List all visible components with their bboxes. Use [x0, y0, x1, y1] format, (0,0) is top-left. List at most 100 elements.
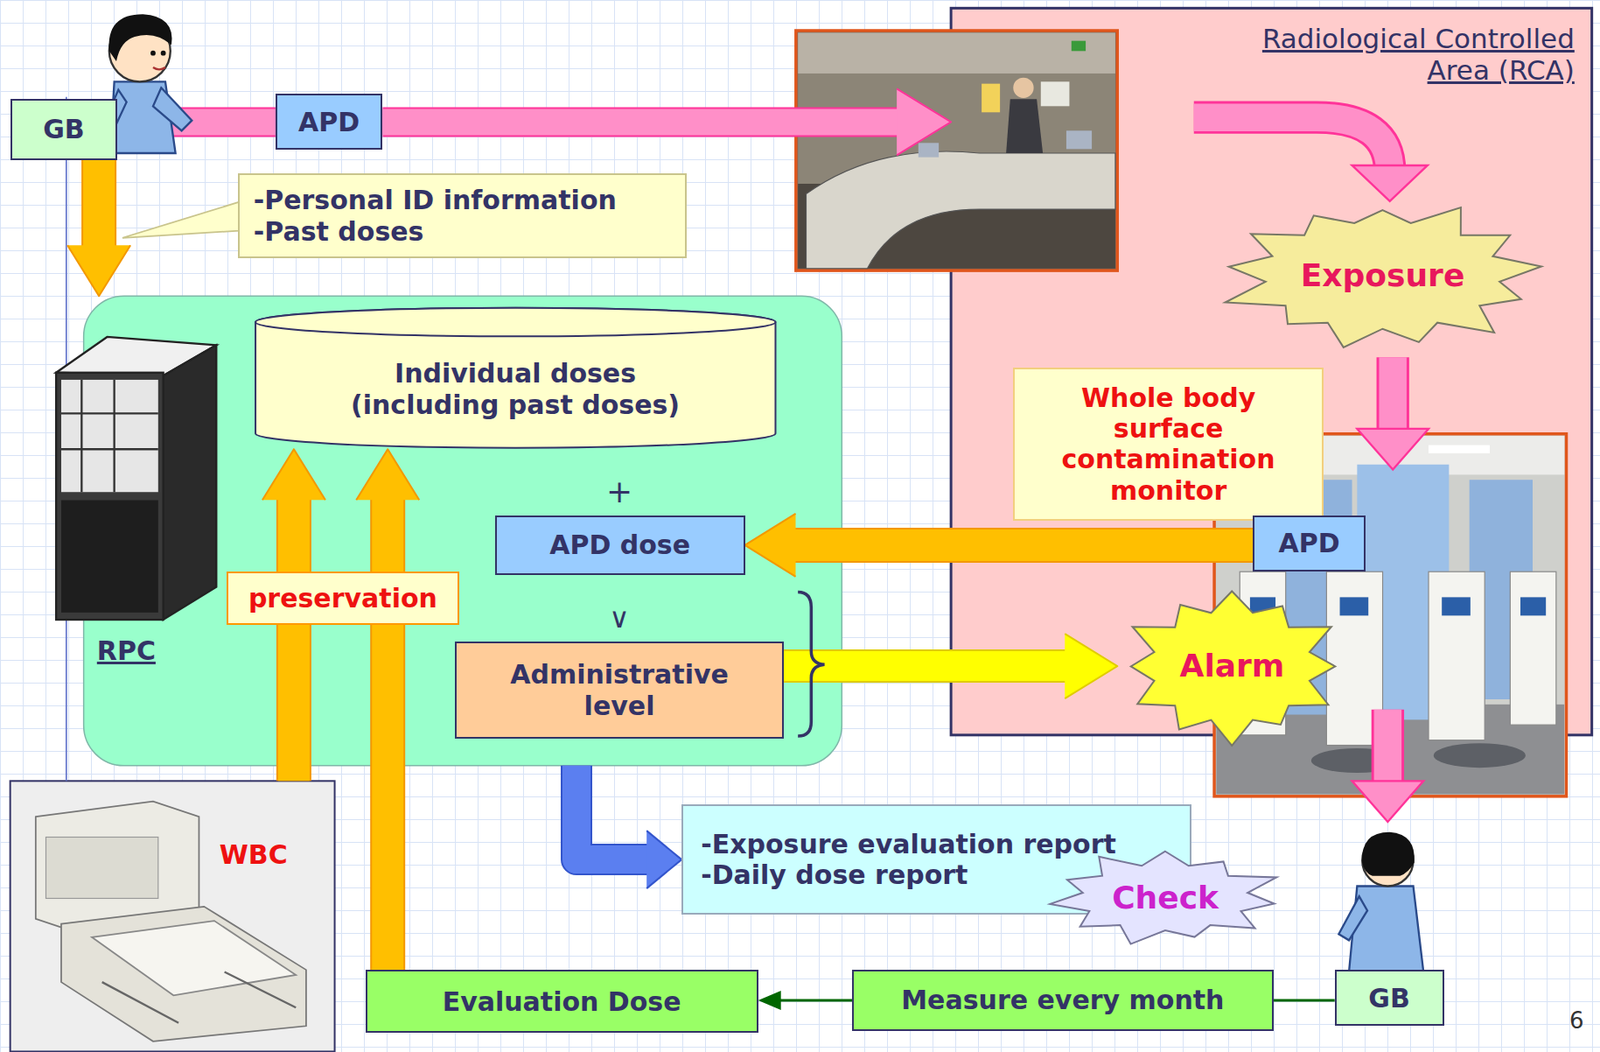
plain-label: 6	[1569, 1006, 1585, 1035]
badge-box: GB	[1334, 969, 1445, 1026]
process-box: Measure every month	[852, 969, 1274, 1031]
wbc-machine-part	[45, 836, 158, 898]
node-text: APD	[1278, 527, 1340, 559]
worker-figure-part	[160, 50, 167, 56]
arrow-head-outline	[896, 88, 951, 155]
controlled-area: Radiological Controlled Area (RCA) Exposu…	[950, 7, 1593, 735]
reception-photo	[796, 30, 1118, 271]
node-text: Exposure	[1300, 257, 1466, 294]
arrow-body	[382, 108, 902, 135]
arrow-outline	[81, 160, 117, 251]
reception-photo-part	[1041, 81, 1070, 106]
arrow-head	[646, 830, 682, 888]
device-box: APD	[1252, 515, 1365, 572]
wbc-machine-part	[91, 920, 296, 995]
level-box: Administrative level	[454, 641, 784, 740]
monitor-photo-part	[1433, 742, 1526, 768]
reception-photo-part	[1013, 77, 1034, 98]
region-title: RPC	[97, 635, 156, 666]
cylinder-top	[255, 307, 776, 337]
flow-arrow-pink-part	[1371, 709, 1405, 784]
wbc-machine-part	[61, 906, 307, 1042]
reception-photo-part	[1071, 41, 1086, 52]
server-icon-part	[55, 372, 163, 620]
tag-box: preservation	[226, 571, 460, 625]
node-text: Administrative level	[488, 658, 751, 721]
arrow-head-outline	[646, 830, 682, 888]
monitor-photo-part	[1340, 596, 1370, 615]
label-anchor: ∨	[608, 601, 629, 636]
arrow-head-outline	[745, 513, 797, 577]
server-icon-part	[163, 344, 217, 620]
node-text: -Personal ID information	[253, 184, 617, 216]
reception-photo-part	[1066, 130, 1092, 149]
starburst-shape	[1225, 207, 1542, 348]
arrow-outline	[382, 106, 902, 137]
node-text: GB	[1368, 982, 1411, 1014]
flow-arrow-pink-part	[1376, 356, 1410, 432]
cylinder-body	[255, 307, 776, 448]
arrow-head-outline	[1064, 633, 1118, 699]
flow-arrow-pink-part	[1374, 709, 1402, 784]
region-fill	[10, 780, 336, 1051]
node-text: preservation	[248, 582, 438, 614]
arrow-body	[778, 999, 853, 1002]
flow-arrow	[783, 633, 1118, 699]
reception-photo-part	[1006, 98, 1043, 154]
arrow-body	[371, 494, 404, 970]
node-text: -Daily dose report	[700, 859, 968, 890]
illustrations	[35, 30, 1567, 1042]
flow-arrow-pink-part	[1356, 428, 1429, 470]
node-text: APD	[298, 106, 360, 138]
callout-pointer-part	[122, 202, 239, 238]
reception-photo-part	[805, 151, 1115, 269]
node-text: Evaluation Dose	[442, 985, 682, 1017]
arrow-head	[67, 244, 131, 296]
server-icon-part	[61, 379, 159, 492]
flow-arrow	[382, 88, 951, 155]
worker-figure-part	[1362, 831, 1415, 876]
reception-photo-part	[797, 32, 1116, 74]
arrow-body	[790, 529, 1254, 561]
device-box: APD	[275, 93, 383, 150]
worker-figure-part	[109, 13, 173, 62]
flow-arrow	[745, 513, 1254, 577]
plain-label: ∨	[608, 601, 629, 636]
node-text: Alarm	[1180, 647, 1286, 685]
flow-arrow	[67, 160, 131, 296]
dose-box: APD dose	[495, 515, 746, 575]
arrow-body	[1273, 999, 1335, 1002]
arrow-head	[1064, 633, 1118, 699]
arrow-head-outline	[356, 448, 420, 500]
node-text: GB	[42, 113, 85, 145]
flow-arrow	[356, 448, 420, 970]
flow-arrow-pink-part	[1352, 165, 1428, 202]
arrow-head	[758, 990, 782, 1010]
process-box: Evaluation Dose	[365, 969, 759, 1033]
worker-figure-part	[150, 50, 156, 56]
monitor-photo-part	[1509, 571, 1556, 725]
arrow-head-outline	[262, 448, 326, 500]
starburst-shape	[1049, 851, 1277, 944]
node-text: -Past doses	[253, 216, 425, 247]
arrow-head-outline	[67, 244, 131, 296]
region-title: Radiological Controlled Area (RCA)	[1207, 22, 1575, 87]
server-icon-part	[61, 500, 159, 613]
exposure-burst: Exposure	[1214, 198, 1552, 352]
database-cylinder: Individual doses (including past doses)	[250, 306, 782, 449]
reception-photo-part	[918, 142, 939, 157]
arrow-body	[83, 160, 115, 251]
arrow-outline	[276, 494, 312, 781]
node-text: Check	[1111, 879, 1219, 916]
flow-arrow-pink-part	[1378, 356, 1406, 432]
arrow-body	[278, 494, 310, 781]
node-text: Whole body surface contamination monitor	[1037, 382, 1300, 507]
arrow-outline	[370, 494, 406, 970]
node-text: APD dose	[549, 529, 691, 560]
check-burst: Check	[1042, 848, 1288, 946]
monitor-photo-part	[1428, 571, 1485, 740]
arrow-head	[745, 513, 797, 577]
figures	[102, 13, 1425, 972]
